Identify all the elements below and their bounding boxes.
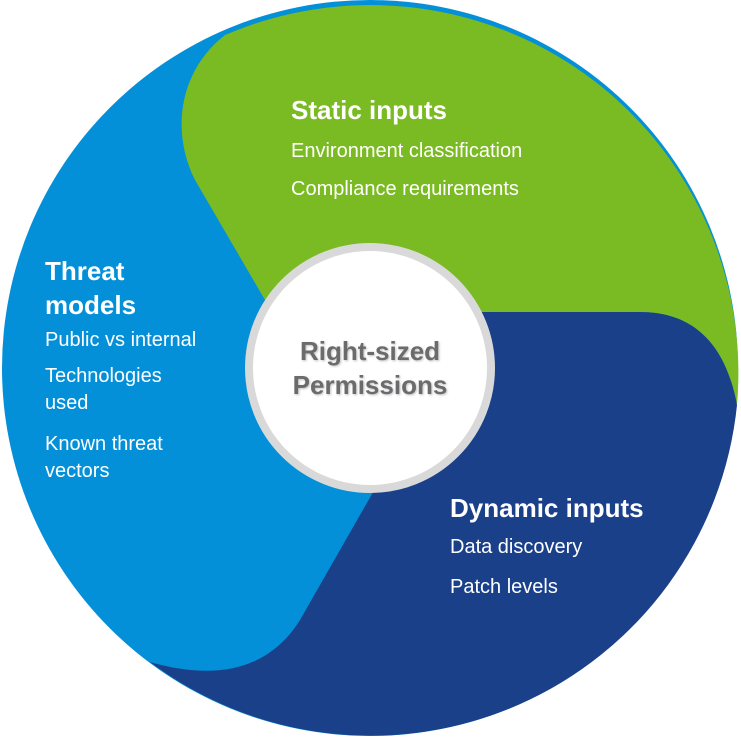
dynamic-item: Patch levels (450, 576, 558, 598)
threat-models-text: Threat models Public vs internal Technol… (45, 254, 235, 485)
static-inputs-segment (181, 5, 739, 406)
static-inputs-title: Static inputs (291, 95, 448, 125)
threat-models-title-2: models (45, 290, 137, 320)
threat-item: Known threat vectors (45, 433, 163, 482)
center-circle (245, 243, 495, 493)
dynamic-item: Data discovery (450, 536, 583, 558)
threat-models-title-1: Threat (45, 256, 125, 286)
center-line-2: Permissions (292, 370, 448, 400)
threat-item: Technologies used (45, 365, 162, 414)
dynamic-inputs-segment (150, 312, 737, 736)
dynamic-inputs-title: Dynamic inputs (450, 493, 644, 523)
dynamic-inputs-text: Dynamic inputs Data discovery Patch leve… (450, 491, 644, 600)
static-inputs-text: Static inputs Environment classification… (291, 93, 522, 202)
static-item: Environment classification (291, 140, 523, 162)
threat-item: Public vs internal (45, 329, 197, 351)
center-line-1: Right-sized (299, 336, 441, 366)
static-item: Compliance requirements (291, 178, 519, 200)
